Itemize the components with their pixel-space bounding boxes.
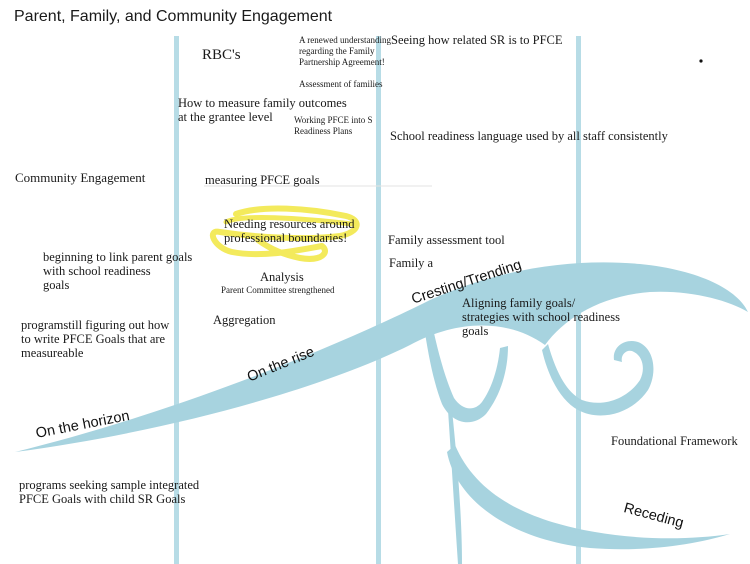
note-assessment-of-families: Assessment of families xyxy=(299,79,383,89)
wave-curl-right xyxy=(542,340,654,416)
note-sr-language: School readiness language used by all st… xyxy=(390,129,668,143)
note-needing-resources: Needing resources around professional bo… xyxy=(224,217,355,245)
note-seeing-related: Seeing how related SR is to PFCE xyxy=(391,33,563,47)
note-family-assessment-tool: Family assessment tool xyxy=(388,233,505,247)
note-foundational-framework: Foundational Framework xyxy=(611,434,738,448)
note-aligning-goals: Aligning family goals/ strategies with s… xyxy=(462,296,620,338)
note-analysis: Analysis xyxy=(260,270,304,284)
note-aggregation: Aggregation xyxy=(213,313,276,327)
note-renewed-understanding: A renewed understanding regarding the Fa… xyxy=(299,35,391,67)
note-beginning-to-link: beginning to link parent goals with scho… xyxy=(43,250,193,292)
column-divider-1 xyxy=(174,36,179,564)
stray-dot xyxy=(699,59,703,63)
highlighter-scribble xyxy=(209,205,360,262)
wave-lower-tail xyxy=(448,410,462,564)
note-programs-seeking: programs seeking sample integrated PFCE … xyxy=(19,478,200,506)
note-programs-figuring: programstill figuring out how to write P… xyxy=(21,318,170,360)
wave-curl-left xyxy=(424,324,508,423)
wave-receding-swoosh xyxy=(447,445,730,550)
wave-band xyxy=(15,262,748,452)
note-working-pfce: Working PFCE into S Readiness Plans xyxy=(294,115,373,136)
note-parent-committee: Parent Committee strengthened xyxy=(221,285,335,295)
note-rbcs: RBC's xyxy=(202,47,241,63)
note-family-a: Family a xyxy=(389,256,434,270)
note-measure-family-outcomes: How to measure family outcomes at the gr… xyxy=(178,96,347,124)
highlighter-scribble-2 xyxy=(223,215,355,227)
column-divider-2 xyxy=(376,36,381,564)
note-measuring-pfce-goals: measuring PFCE goals xyxy=(205,173,320,187)
page-title: Parent, Family, and Community Engagement xyxy=(14,8,333,25)
note-community-engagement: Community Engagement xyxy=(15,170,146,185)
